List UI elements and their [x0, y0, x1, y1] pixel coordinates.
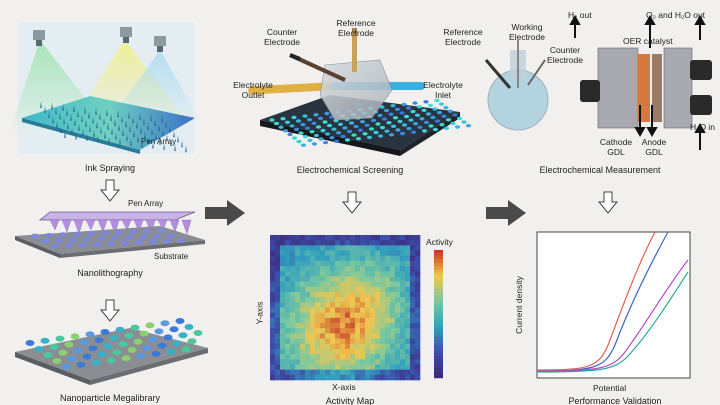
- measurement-caption: Electrochemical Measurement: [539, 165, 661, 175]
- cathode-gdl-label: Cathode GDL: [599, 137, 633, 157]
- anode-gdl-label: Anode GDL: [641, 137, 667, 157]
- h2-out-label: H₂ out: [568, 10, 592, 20]
- activity-map-xlabel: X-axis: [332, 382, 356, 392]
- activity-map-caption: Activity Map: [325, 396, 375, 405]
- measurement-reference-electrode-label: Reference Electrode: [443, 27, 483, 47]
- curve-red: [536, 231, 656, 371]
- substrate-label: Substrate: [154, 252, 189, 261]
- nanolithography-caption: Nanolithography: [77, 268, 143, 278]
- ink-spray-pen-array-label: Pen Array: [141, 137, 177, 146]
- down-arrow-icon: [99, 299, 121, 322]
- down-arrow-icon: [341, 191, 363, 214]
- performance-ylabel: Current density: [513, 276, 524, 334]
- electrolyte-inlet-label: Electrolyte Inlet: [423, 80, 463, 100]
- ink-spraying-caption: Ink Spraying: [84, 163, 136, 173]
- curve-teal: [536, 271, 689, 373]
- right-arrow-icon: [486, 200, 526, 226]
- right-arrow-icon: [205, 200, 245, 226]
- down-arrow-icon: [99, 179, 121, 202]
- performance-caption: Performance Validation: [568, 396, 662, 405]
- screening-reference-electrode-label: Reference Electrode: [336, 18, 376, 38]
- measurement-working-electrode-label: Working Electrode: [509, 22, 545, 42]
- h2o-in-label: H₂O in: [690, 122, 716, 132]
- curve-purple: [536, 259, 689, 372]
- down-arrow-icon: [597, 191, 619, 214]
- nanolitho-pen-array-label: Pen Array: [128, 199, 164, 208]
- screening-caption: Electrochemical Screening: [296, 165, 404, 175]
- performance-xlabel: Potential: [593, 383, 627, 393]
- curve-blue: [536, 231, 669, 372]
- megalibrary-caption: Nanoparticle Megalibrary: [59, 393, 161, 403]
- screening-counter-electrode-label: Counter Electrode: [264, 27, 300, 47]
- measurement-counter-electrode-label: Counter Electrode: [547, 45, 583, 65]
- o2-h2o-out-label: O₂ and H₂O out: [646, 10, 706, 20]
- electrolyte-outlet-label: Electrolyte Outlet: [233, 80, 273, 100]
- oer-catalyst-label: OER catalyst: [623, 36, 673, 46]
- colorbar-label: Activity: [426, 237, 453, 247]
